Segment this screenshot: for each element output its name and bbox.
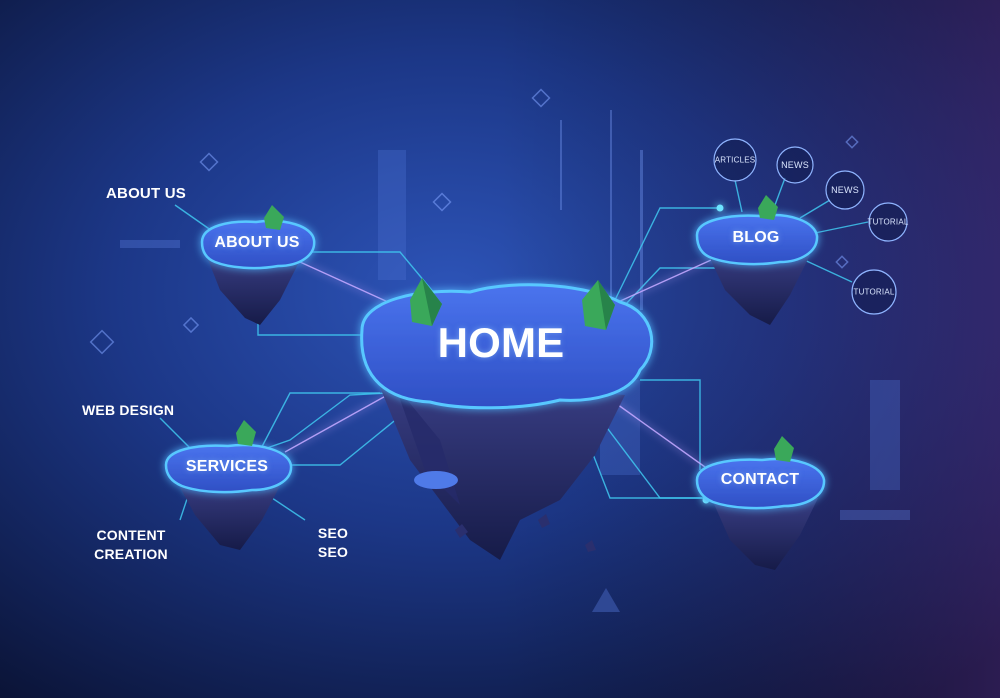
bubble-tutorial-2-label: TUTORIAL — [853, 287, 895, 297]
bubble-tutorial-1[interactable] — [868, 202, 908, 242]
content-creation-line2: CREATION — [94, 546, 168, 562]
seo-line1: SEO — [317, 525, 349, 541]
about-us-island-label: ABOUT US — [214, 234, 300, 251]
content-creation-label: CONTENT CREATION — [94, 526, 168, 564]
content-creation-line1: CONTENT — [96, 527, 166, 543]
blog-island-top — [695, 213, 819, 266]
tree-icon — [410, 278, 442, 326]
bubble-tutorial-1-label: TUTORIAL — [867, 217, 909, 227]
about-us-island-rock — [205, 252, 300, 325]
bubble-news-1-label: NEWS — [781, 160, 809, 170]
bubble-tutorial-2[interactable] — [851, 269, 897, 315]
services-island-top — [164, 443, 293, 494]
background-triangle — [592, 588, 620, 612]
tree-icon — [236, 420, 256, 446]
web-design-label: WEB DESIGN — [82, 402, 175, 418]
contact-island-label: CONTACT — [720, 471, 800, 488]
about-us-outer-label: ABOUT US — [106, 185, 186, 202]
bubble-news-2-label: NEWS — [831, 185, 859, 195]
blog-island[interactable] — [695, 195, 819, 325]
blog-island-label: BLOG — [732, 229, 780, 246]
bubble-articles[interactable] — [713, 138, 757, 182]
tree-icon — [774, 436, 794, 462]
home-island-rock — [375, 375, 625, 560]
tree-icon — [582, 280, 615, 330]
services-island-rock — [175, 478, 282, 550]
home-island[interactable] — [360, 278, 654, 560]
blog-island-rock — [705, 248, 810, 325]
tree-icon — [758, 195, 778, 220]
blog-topic-bubbles — [713, 138, 908, 315]
about-us-island[interactable] — [200, 205, 316, 325]
contact-island-rock — [710, 495, 818, 570]
contact-island-top — [695, 457, 826, 510]
bubble-articles-label: ARTICLES — [714, 155, 756, 165]
about-us-island-top — [200, 219, 316, 270]
floating-debris — [455, 514, 596, 552]
home-island-pool — [414, 471, 458, 489]
home-label: HOME — [437, 319, 565, 366]
background-diamonds — [89, 88, 859, 355]
contact-island[interactable] — [695, 436, 826, 570]
services-island[interactable] — [164, 420, 293, 550]
seo-label: SEO SEO — [318, 524, 348, 562]
bubble-news-2[interactable] — [825, 170, 865, 210]
services-island-label: SERVICES — [185, 458, 269, 475]
seo-line2: SEO — [317, 544, 349, 560]
tree-icon — [264, 205, 284, 230]
bubble-news-1[interactable] — [776, 146, 814, 184]
